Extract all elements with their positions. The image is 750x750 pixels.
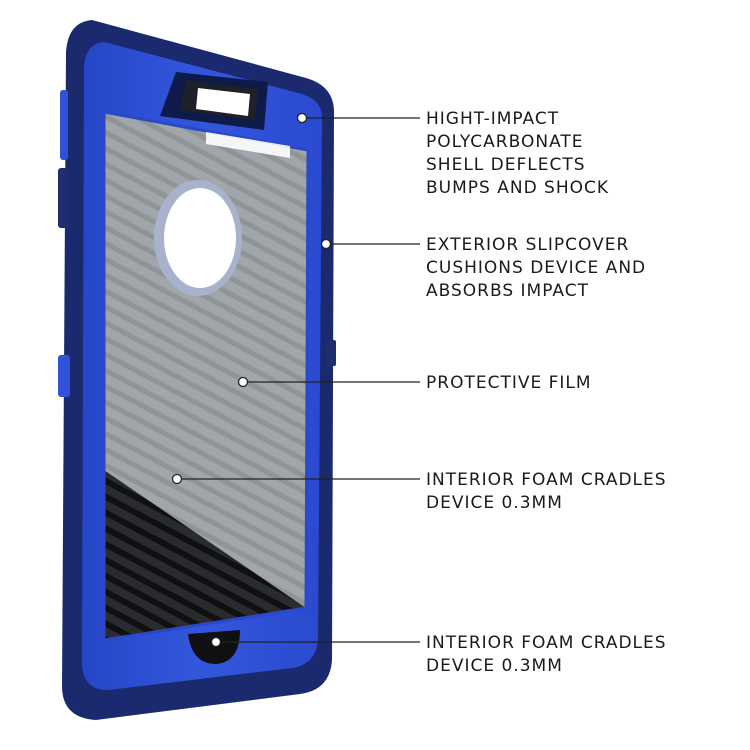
callout-line: INTERIOR FOAM CRADLES <box>426 470 667 490</box>
leader-lines <box>182 117 420 643</box>
callout-line: BUMPS AND SHOCK <box>426 178 610 198</box>
callout-line: INTERIOR FOAM CRADLES <box>426 633 667 653</box>
side-button <box>326 340 336 366</box>
side-button <box>58 355 70 397</box>
home-button-icon <box>188 630 240 664</box>
callout-slipcover: EXTERIOR SLIPCOVER CUSHIONS DEVICE AND A… <box>426 234 646 303</box>
callout-foam-bottom: INTERIOR FOAM CRADLES DEVICE 0.3MM <box>426 632 667 678</box>
callout-line: DEVICE 0.3MM <box>426 493 563 513</box>
callout-line: HIGHT-IMPACT <box>426 109 560 129</box>
side-button <box>58 168 68 228</box>
callout-line: EXTERIOR SLIPCOVER <box>426 235 630 255</box>
side-button <box>60 90 68 160</box>
marker-dots <box>171 112 332 648</box>
callout-line: PROTECTIVE FILM <box>426 373 592 393</box>
callout-line: ABSORBS IMPACT <box>426 281 589 301</box>
callout-line: POLYCARBONATE <box>426 132 584 152</box>
callout-line: DEVICE 0.3MM <box>426 656 563 676</box>
callout-line: SHELL DEFLECTS <box>426 155 586 175</box>
camera-hole-icon <box>154 180 242 296</box>
callout-shell: HIGHT-IMPACT POLYCARBONATE SHELL DEFLECT… <box>426 108 609 200</box>
callout-foam-middle: INTERIOR FOAM CRADLES DEVICE 0.3MM <box>426 469 667 515</box>
callout-line: CUSHIONS DEVICE AND <box>426 258 647 278</box>
callout-film: PROTECTIVE FILM <box>426 372 592 395</box>
